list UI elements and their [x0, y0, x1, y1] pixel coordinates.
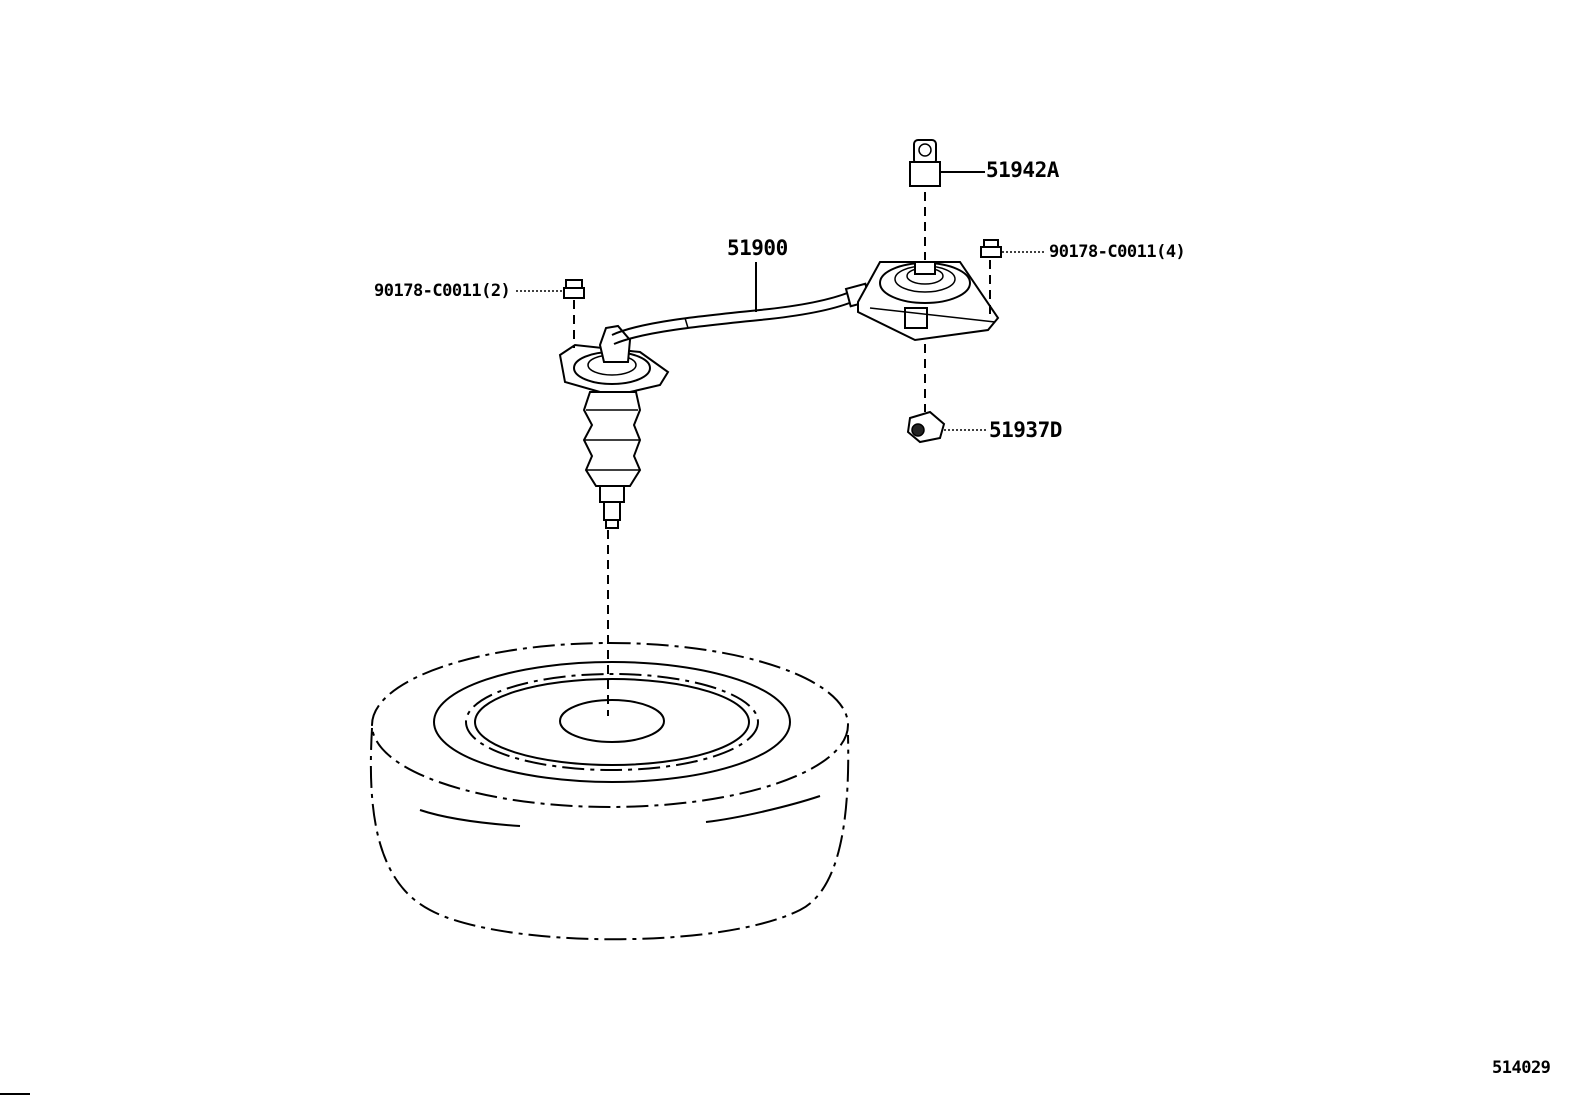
winch-cable — [611, 282, 872, 345]
left-bolt — [563, 279, 585, 299]
figure-number: 514029 — [1492, 1058, 1551, 1078]
callout-51900: 51900 — [727, 236, 788, 260]
callout-51942a: 51942A — [986, 158, 1059, 182]
right-bolt — [980, 239, 1002, 258]
clip-51937d — [906, 410, 946, 444]
callout-90178-c0011-2: 90178-C0011(2) — [374, 281, 511, 301]
winch-housing — [857, 261, 1000, 342]
callout-90178-c0011-4: 90178-C0011(4) — [1049, 242, 1186, 262]
carrier-winch-assembly — [558, 324, 670, 529]
cap-51942a — [909, 139, 941, 187]
callout-51937d: 51937D — [989, 418, 1062, 442]
spare-tire-outline — [369, 642, 850, 941]
